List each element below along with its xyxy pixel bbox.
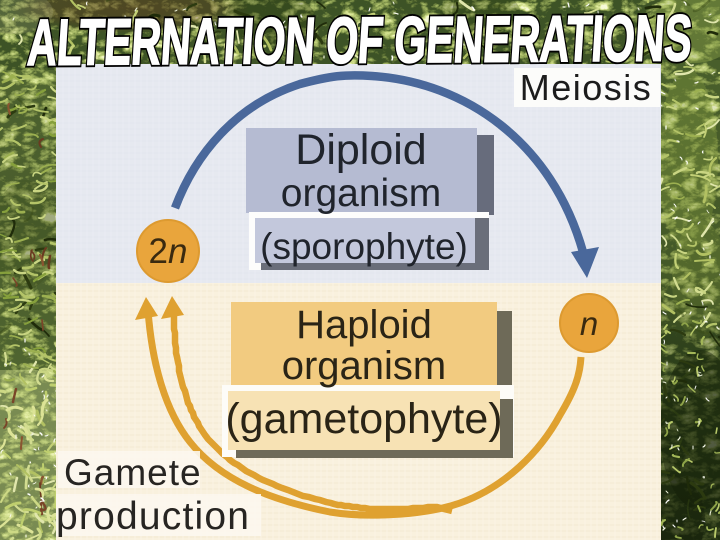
svg-text:ALTERNATION OF GENERATIONS: ALTERNATION OF GENERATIONS: [26, 1, 695, 79]
svg-text:2n: 2n: [149, 232, 188, 271]
svg-text:Gamete: Gamete: [64, 452, 202, 493]
svg-text:production: production: [56, 495, 250, 538]
svg-text:Meiosis: Meiosis: [520, 67, 653, 108]
svg-text:Diploid: Diploid: [295, 126, 426, 174]
svg-text:Haploid: Haploid: [296, 303, 432, 347]
svg-text:organism: organism: [281, 172, 441, 215]
svg-text:organism: organism: [282, 344, 447, 388]
svg-text:(sporophyte): (sporophyte): [260, 226, 468, 267]
svg-text:(gametophyte): (gametophyte): [225, 395, 502, 443]
svg-text:ALTERNATION OF GENERATIONS: ALTERNATION OF GENERATIONS: [26, 1, 695, 79]
svg-text:n: n: [580, 305, 598, 342]
